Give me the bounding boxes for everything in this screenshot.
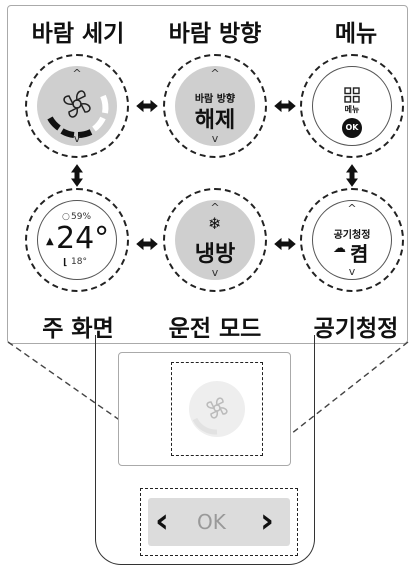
grid-icon [344,87,360,103]
caret-down-icon: v [211,132,219,145]
caret-down-icon: v [73,132,81,145]
thermometer-icon: ⌊ [63,258,68,268]
label-wind-strength: 바람 세기 [31,21,125,47]
caret-up-icon: ^ [210,201,220,214]
label-menu: 메뉴 [334,21,378,47]
wind-direction-title: 바람 방향 [194,94,236,105]
menu-display: 메뉴 OK [312,66,392,146]
operation-mode-display: ^ ❄ 냉방 v [175,200,255,280]
operation-mode-value: 냉방 [194,242,236,267]
operation-mode-screen: ^ ❄ 냉방 v [163,188,267,292]
wind-direction-screen: ^ 바람 방향 해제 v [163,54,267,158]
nav-bar [148,498,290,546]
label-wind-direction: 바람 방향 [168,21,262,47]
main-display: ○ 59% ▲ 24° ⌊ 18° [37,200,117,280]
wind-direction-value: 해제 [194,108,236,133]
caret-down-icon: v [348,265,356,278]
air-purify-screen: ^ 공기청정 ☁ 켬 v [300,188,404,292]
caret-up-icon: ^ [72,67,82,80]
wind-strength-display: ^ v [37,66,117,146]
right-arrow-button[interactable]: › [260,501,275,541]
label-operation-mode: 운전 모드 [168,316,262,342]
wind-direction-display: ^ 바람 방향 해제 v [175,66,255,146]
air-purify-display: ^ 공기청정 ☁ 켬 v [312,200,392,280]
temperature-value: 24° [56,221,110,256]
main-screen: ○ 59% ▲ 24° ⌊ 18° [25,188,129,292]
caret-up-icon: ^ [210,67,220,80]
display-focus-box [171,362,263,456]
label-air-purify: 공기청정 [313,316,399,342]
ok-badge: OK [342,118,362,138]
humidity-value: 59% [71,212,92,222]
menu-screen: 메뉴 OK [300,54,404,158]
remote-fan-icon [189,381,245,437]
outdoor-temperature: 18° [71,257,87,267]
menu-screen-label: 메뉴 [344,105,360,114]
home-icon: ▲ [46,236,54,247]
caret-down-icon: v [211,266,219,279]
remote-body [95,335,315,565]
air-purify-value: 켬 [350,242,369,266]
snowflake-icon: ❄ [208,214,222,233]
air-purify-icon: ☁ [333,241,346,256]
fan-icon [63,90,91,118]
humidity-icon: ○ [62,212,70,222]
left-arrow-button[interactable]: ‹ [155,501,170,541]
caret-up-icon: ^ [347,202,357,215]
wind-level-arc [47,94,109,138]
nav-focus-box [140,488,298,556]
air-purify-title: 공기청정 [333,230,371,241]
ok-button[interactable]: OK [197,510,226,534]
wind-strength-screen: ^ v [25,54,129,158]
